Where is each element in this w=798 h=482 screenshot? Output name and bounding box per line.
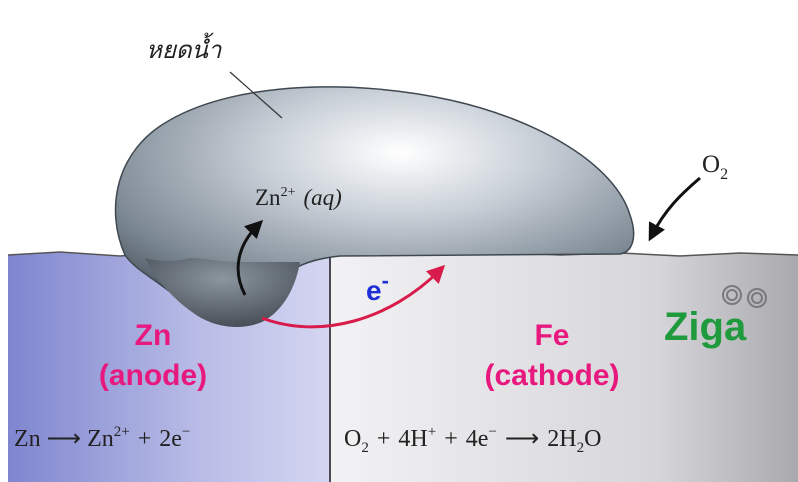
ziga-logo: Ziga xyxy=(664,285,767,349)
zinc-ion-label: Zn2+(aq) xyxy=(255,185,342,210)
droplet-label: หยดน้ำ xyxy=(146,32,223,64)
cathode-metal-label: Fe xyxy=(534,319,569,352)
logo-rings-icon xyxy=(722,285,767,308)
corrosion-pit xyxy=(145,258,300,327)
anode-reaction: Zn⟶Zn2++2e− xyxy=(14,424,190,452)
droplet-label-pointer xyxy=(229,71,283,119)
anode-metal-label: Zn xyxy=(135,319,172,352)
oxygen-label: O2 xyxy=(702,151,728,183)
zinc-ion-arrow xyxy=(236,219,264,296)
iron-cathode-block xyxy=(330,250,798,482)
oxygen-arrow xyxy=(648,176,701,242)
logo-text: Ziga xyxy=(664,305,747,349)
cathode-role-label: (cathode) xyxy=(485,359,620,392)
anode-role-label: (anode) xyxy=(99,359,207,392)
electron-label: e- xyxy=(366,268,389,306)
cathode-reaction: O2+4H++4e−⟶2H2O xyxy=(344,424,601,456)
electron-flow-arrow xyxy=(261,264,446,329)
